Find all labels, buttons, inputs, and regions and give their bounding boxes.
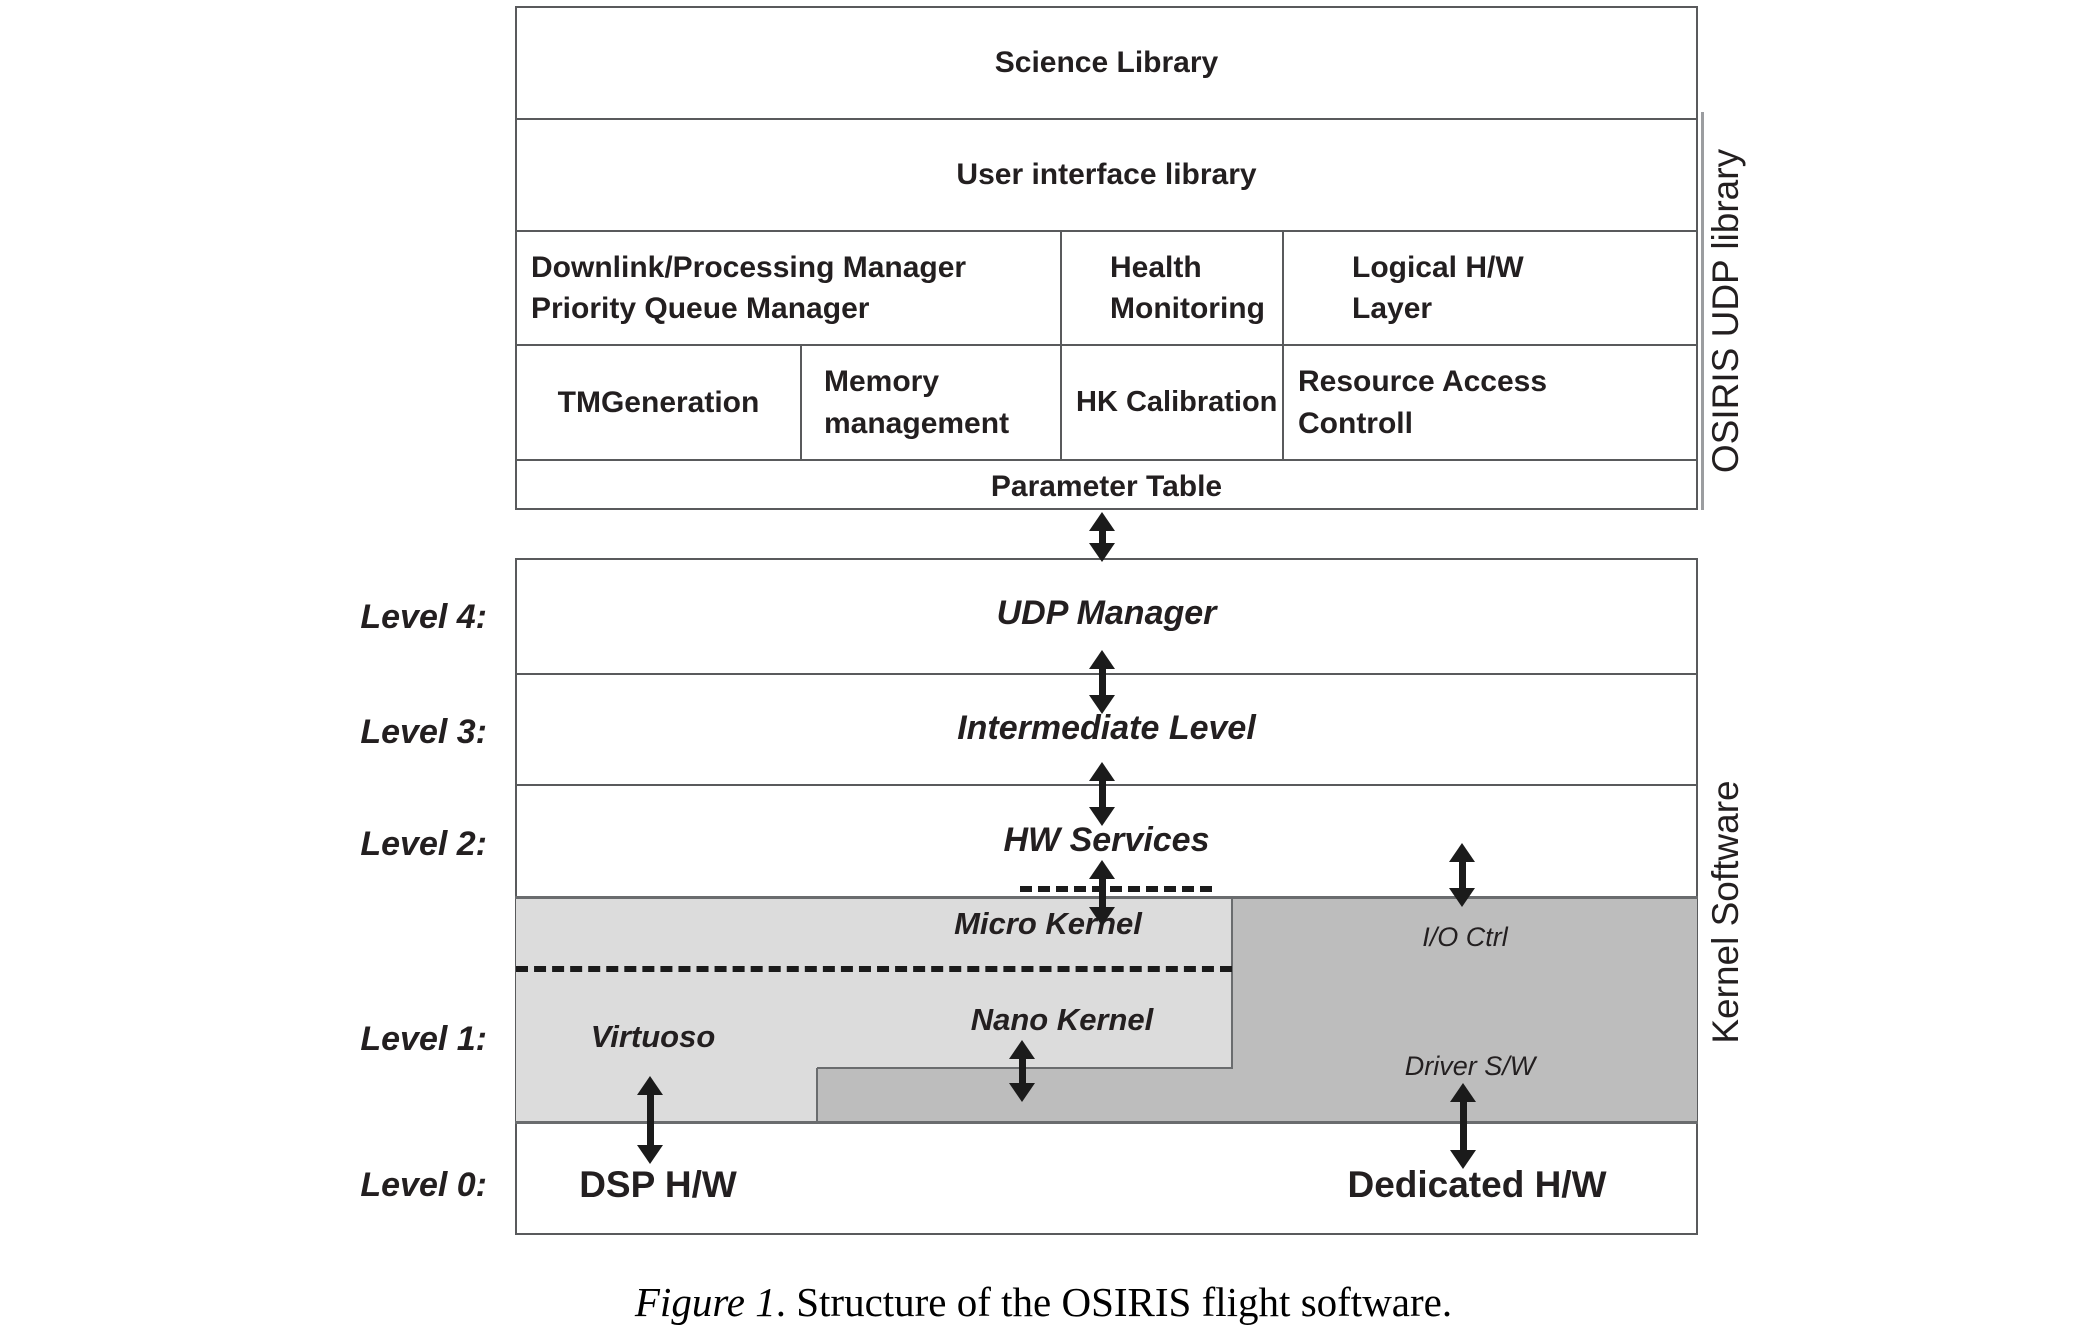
level-1-label: Level 1: bbox=[360, 1020, 487, 1058]
resource-controll-label: Controll bbox=[1298, 406, 1413, 440]
double-arrow-icon bbox=[1089, 860, 1115, 926]
arrow-shaft bbox=[646, 1090, 654, 1150]
downlink-processing-cell: Downlink/Processing Manager Priority Que… bbox=[517, 232, 1060, 344]
arrow-head-down bbox=[1450, 1150, 1476, 1169]
double-arrow-icon bbox=[637, 1076, 663, 1164]
arrow-head-down bbox=[1089, 907, 1115, 926]
health-monitoring-cell: Health Monitoring bbox=[1060, 232, 1282, 344]
virtuoso-label: Virtuoso bbox=[590, 1019, 716, 1054]
level-3-label: Level 3: bbox=[360, 713, 487, 751]
arrow-head-up bbox=[1089, 512, 1115, 531]
arrow-shaft bbox=[1459, 1097, 1467, 1155]
micro-nano-dashed-divider bbox=[516, 966, 1232, 972]
double-arrow-icon bbox=[1089, 650, 1115, 714]
hw-services-label: HW Services bbox=[1003, 821, 1210, 859]
hk-calibration-cell: HK Calibration bbox=[1060, 346, 1282, 459]
double-arrow-icon bbox=[1089, 762, 1115, 826]
arrow-head-up bbox=[637, 1076, 663, 1095]
arrow-head-down bbox=[1089, 543, 1115, 562]
nano-kernel-label: Nano Kernel bbox=[970, 1002, 1154, 1037]
double-arrow-icon bbox=[1089, 512, 1115, 562]
kernel-software-vertical-label: Kernel Software bbox=[1705, 780, 1746, 1044]
kernel-band-top-edge bbox=[515, 896, 1698, 899]
level3-level2-divider bbox=[515, 784, 1698, 786]
osiris-udp-library-vertical-label: OSIRIS UDP library bbox=[1705, 148, 1746, 474]
udp-manager-label: UDP Manager bbox=[996, 594, 1217, 632]
arrow-shaft bbox=[1098, 776, 1106, 812]
level-0-label: Level 0: bbox=[360, 1166, 487, 1204]
light-dark-step-vertical-edge bbox=[1231, 898, 1233, 1068]
figure-caption-text: . Structure of the OSIRIS flight softwar… bbox=[775, 1279, 1453, 1325]
intermediate-level-label: Intermediate Level bbox=[957, 709, 1256, 747]
manager-row: Downlink/Processing Manager Priority Que… bbox=[517, 230, 1696, 344]
arrow-head-down bbox=[1009, 1083, 1035, 1102]
virtuoso-region bbox=[516, 1068, 817, 1123]
arrow-shaft bbox=[1098, 526, 1106, 548]
arrow-head-up bbox=[1450, 1083, 1476, 1102]
parameter-table-row: Parameter Table bbox=[517, 459, 1696, 512]
level-4-label: Level 4: bbox=[360, 598, 487, 636]
logical-hw-layer-cell: Logical H/W Layer bbox=[1282, 232, 1700, 344]
arrow-shaft bbox=[1098, 874, 1106, 912]
arrow-head-down bbox=[1449, 888, 1475, 907]
driver-sw-label: Driver S/W bbox=[1404, 1051, 1536, 1081]
user-interface-library-row: User interface library bbox=[517, 118, 1696, 230]
resource-access-cell: Resource Access Controll bbox=[1282, 346, 1700, 459]
double-arrow-icon bbox=[1450, 1083, 1476, 1169]
arrow-head-up bbox=[1449, 843, 1475, 862]
double-arrow-icon bbox=[1009, 1040, 1035, 1102]
arrow-head-down bbox=[637, 1145, 663, 1164]
hk-calibration-label: HK Calibration bbox=[1076, 386, 1278, 419]
arrow-shaft bbox=[1098, 664, 1106, 700]
virtuoso-step-vertical-edge bbox=[816, 1068, 818, 1123]
science-library-label: Science Library bbox=[994, 46, 1219, 80]
arrow-shaft bbox=[1018, 1054, 1026, 1088]
osiris-udp-library-box: Science Library User interface library D… bbox=[515, 6, 1698, 510]
logical-hw-label: Logical H/W bbox=[1352, 250, 1524, 284]
parameter-table-label: Parameter Table bbox=[990, 469, 1223, 503]
arrow-shaft bbox=[1458, 857, 1466, 893]
arrow-head-up bbox=[1009, 1040, 1035, 1059]
health-label: Health bbox=[1110, 250, 1202, 284]
arrow-head-down bbox=[1089, 695, 1115, 714]
figure-caption: Figure 1. Structure of the OSIRIS flight… bbox=[0, 1278, 2087, 1326]
level-2-label: Level 2: bbox=[360, 825, 487, 863]
arrow-head-down bbox=[1089, 807, 1115, 826]
micro-kernel-label: Micro Kernel bbox=[954, 906, 1142, 941]
level4-level3-divider bbox=[515, 673, 1698, 675]
user-interface-library-label: User interface library bbox=[956, 158, 1257, 192]
management-label: management bbox=[824, 406, 1010, 440]
micro-kernel-top-dashed-line bbox=[1020, 886, 1212, 892]
arrow-head-up bbox=[1089, 860, 1115, 879]
micro-nano-kernel-region bbox=[516, 898, 1232, 1068]
dsp-hw-label: DSP H/W bbox=[579, 1164, 737, 1205]
dedicated-hw-label: Dedicated H/W bbox=[1347, 1164, 1607, 1205]
osiris-udp-bracket-line bbox=[1701, 112, 1704, 510]
tmgeneration-label: TMGeneration bbox=[557, 385, 760, 419]
memory-label: Memory bbox=[824, 365, 940, 399]
memory-management-cell: Memory management bbox=[800, 346, 1060, 459]
kernel-band-bottom-edge bbox=[515, 1121, 1698, 1124]
science-library-row: Science Library bbox=[517, 8, 1696, 118]
resource-access-label: Resource Access bbox=[1298, 365, 1548, 399]
figure-caption-label: Figure 1 bbox=[634, 1279, 776, 1325]
layer-label: Layer bbox=[1352, 292, 1433, 325]
priority-queue-manager-label: Priority Queue Manager bbox=[531, 292, 870, 325]
arrow-head-up bbox=[1089, 762, 1115, 781]
io-ctrl-label: I/O Ctrl bbox=[1422, 922, 1508, 952]
downlink-manager-label: Downlink/Processing Manager bbox=[531, 250, 967, 284]
double-arrow-icon bbox=[1449, 843, 1475, 907]
services-row: TMGeneration Memory management HK Calibr… bbox=[517, 344, 1696, 459]
monitoring-label: Monitoring bbox=[1110, 292, 1265, 325]
arrow-head-up bbox=[1089, 650, 1115, 669]
tmgeneration-cell: TMGeneration bbox=[517, 346, 800, 459]
